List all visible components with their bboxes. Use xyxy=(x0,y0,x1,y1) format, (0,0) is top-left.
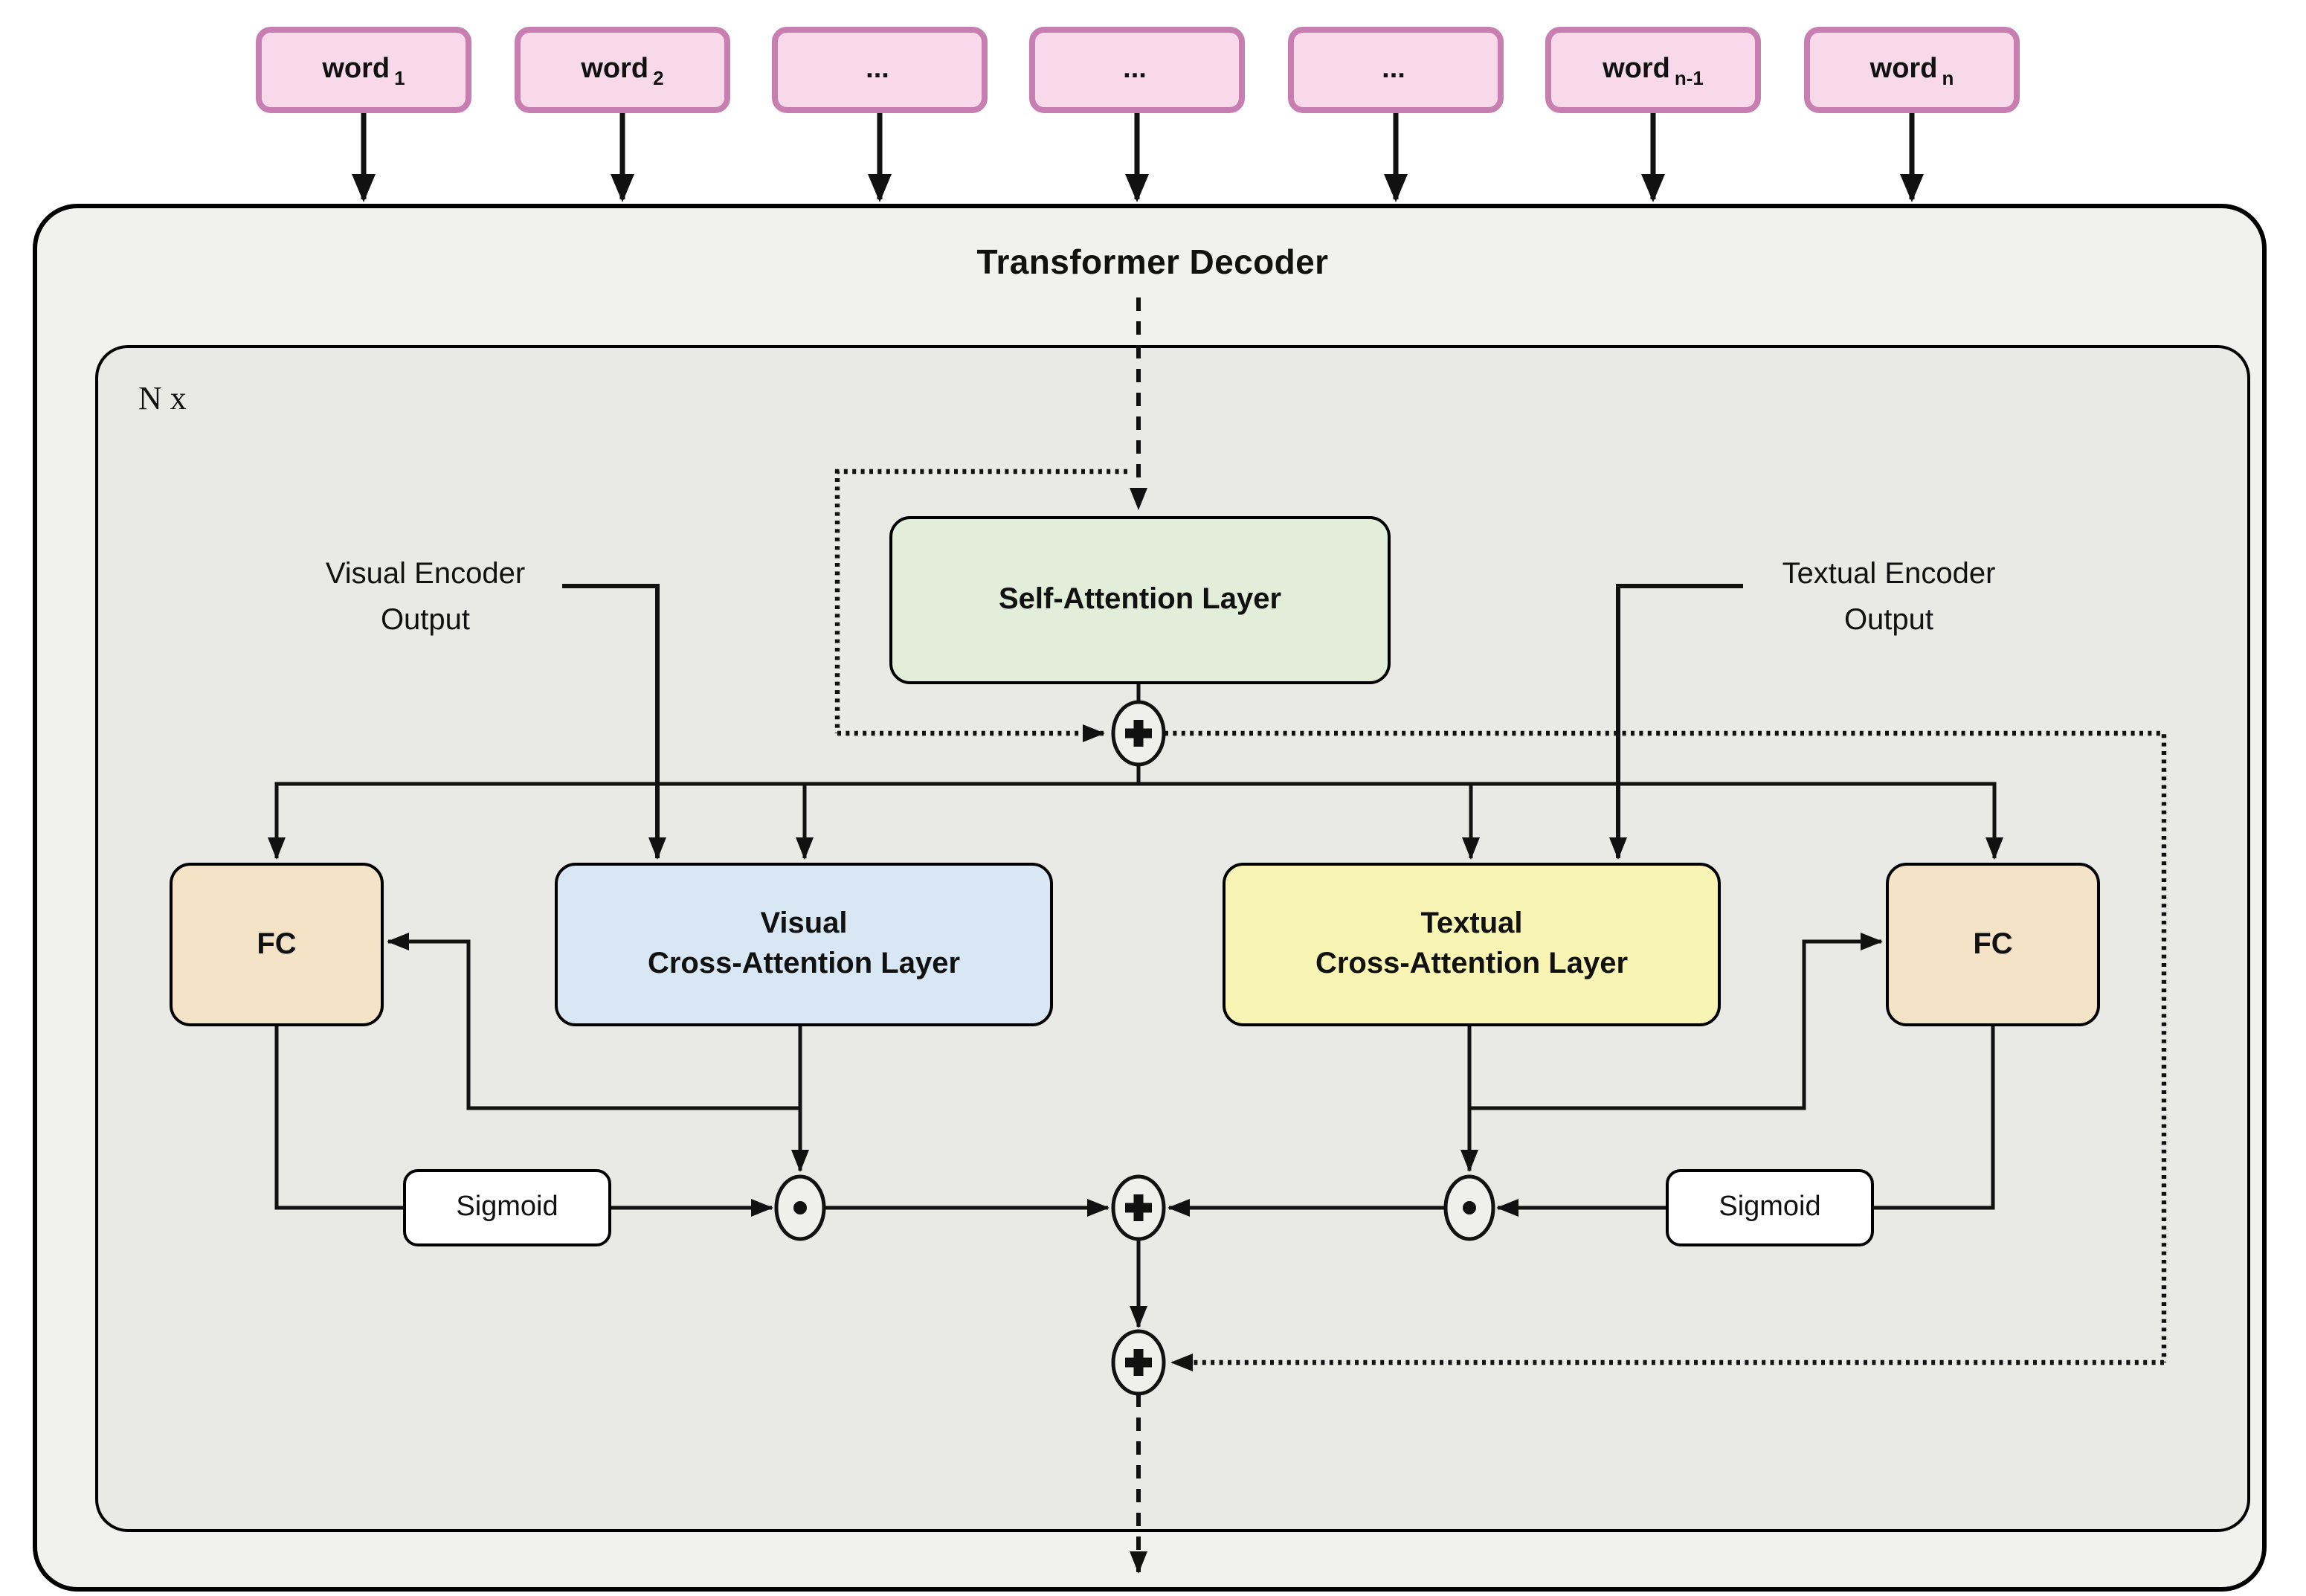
fc-right-box: FC xyxy=(1886,863,2100,1026)
input-ellipsis-3: ... xyxy=(1288,27,1504,113)
fc-left-box: FC xyxy=(170,863,384,1026)
word-label: word xyxy=(322,54,390,85)
fc-right-label: FC xyxy=(1973,927,2013,960)
word-subscript: 2 xyxy=(653,66,664,89)
word-subscript: n-1 xyxy=(1674,66,1704,89)
textual-cross-attention-label-line1: Textual xyxy=(1420,907,1523,940)
word-label: ... xyxy=(866,54,889,85)
visual-encoder-output-line2: Output xyxy=(380,604,471,637)
word-label: word xyxy=(581,54,649,85)
self-attention-label: Self-Attention Layer xyxy=(998,583,1282,616)
word-label: word xyxy=(1869,54,1938,85)
sigmoid-right-label: Sigmoid xyxy=(1719,1191,1821,1223)
textual-cross-attention-label-line2: Cross-Attention Layer xyxy=(1315,947,1629,980)
visual-cross-attention-label-line1: Visual xyxy=(760,907,848,940)
textual-encoder-output-label: Textual Encoder Output xyxy=(1740,552,2038,644)
textual-cross-attention-layer-box: Textual Cross-Attention Layer xyxy=(1223,863,1721,1026)
textual-encoder-output-line1: Textual Encoder xyxy=(1782,558,1996,591)
fc-left-label: FC xyxy=(257,927,297,960)
repeat-count-label: N x xyxy=(138,379,187,416)
sigmoid-left-box: Sigmoid xyxy=(403,1169,611,1246)
word-subscript: n xyxy=(1942,66,1954,89)
word-subscript: 1 xyxy=(394,66,405,89)
visual-cross-attention-label-line2: Cross-Attention Layer xyxy=(647,947,961,980)
page-title: Transformer Decoder xyxy=(976,242,1329,281)
word-label: ... xyxy=(1123,54,1147,85)
self-attention-layer-box: Self-Attention Layer xyxy=(889,516,1391,684)
visual-encoder-output-label: Visual Encoder Output xyxy=(277,552,574,644)
word-label: ... xyxy=(1382,54,1405,85)
sigmoid-left-label: Sigmoid xyxy=(456,1191,558,1223)
textual-encoder-output-line2: Output xyxy=(1843,604,1934,637)
word-label: word xyxy=(1603,54,1670,85)
visual-cross-attention-layer-box: Visual Cross-Attention Layer xyxy=(555,863,1053,1026)
sigmoid-right-box: Sigmoid xyxy=(1666,1169,1874,1246)
input-ellipsis-1: ... xyxy=(772,27,988,113)
input-ellipsis-2: ... xyxy=(1029,27,1245,113)
visual-encoder-output-line1: Visual Encoder xyxy=(325,558,526,591)
